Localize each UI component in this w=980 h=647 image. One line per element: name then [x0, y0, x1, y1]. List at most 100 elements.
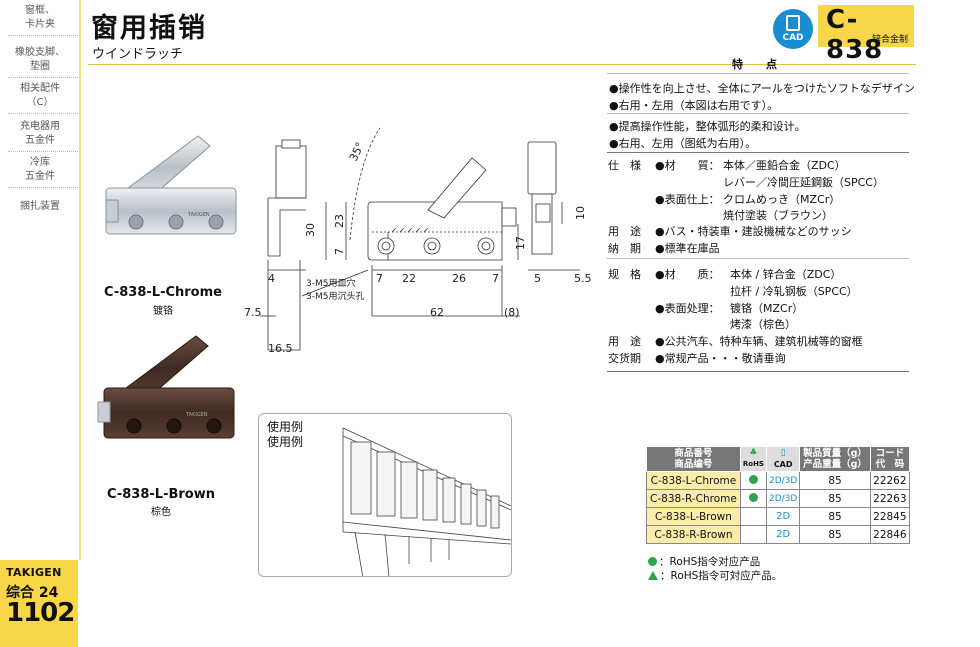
model-code: C-838	[826, 5, 884, 65]
dim-height-17: 17	[514, 236, 527, 250]
leaf-icon: ♣	[749, 448, 758, 458]
hole-note-cn: 3-M5用沉头孔	[306, 291, 364, 302]
col-weight: 製品質量（g） 产品重量（g）	[799, 446, 871, 472]
delivery-value-jp: ●標準在庫品	[655, 242, 720, 255]
material-value-jp: 本体／亜鉛合金（ZDC）	[723, 159, 846, 172]
dim-width-4: 4	[268, 272, 275, 285]
delivery-value-cn: ●常规产品・・・敬请垂询	[655, 352, 786, 365]
sidebar: 窗框、 卡片夹 橡胶支脚、 垫圈 相关配件 （C） 充电器用 五金件 冷库 五金…	[0, 0, 81, 647]
dim-width-7b: 7	[492, 272, 499, 285]
sidebar-item-accessories[interactable]: 相关配件 （C）	[0, 82, 80, 114]
product-table: 商品番号 商品编号 ♣ RoHS ▯ CAD 製品質量（g） 产品重量（g） コ…	[646, 446, 911, 544]
dim-height-10: 10	[574, 206, 587, 220]
brand-box: TAKIGEN 综合 24 1102	[0, 560, 78, 647]
cad-download-badge[interactable]: CAD	[773, 9, 813, 49]
table-row[interactable]: C-838-L-Brown 2D 85 22845	[646, 507, 911, 526]
surface-label-jp: ●表面仕上：	[655, 193, 720, 206]
product-name-chrome: C-838-L-Chrome	[104, 285, 222, 300]
rohs-note: ：RoHS指令对应产品	[648, 554, 760, 569]
features-heading: 特 点	[732, 58, 783, 71]
surface-label-cn: ●表面处理：	[655, 302, 720, 315]
usage-example-box: 使用例 使用例	[258, 413, 512, 577]
sidebar-item-cold-storage[interactable]: 冷库 五金件	[0, 156, 80, 188]
features-rule-mid	[607, 113, 909, 114]
spec-label-cn: 规 格	[608, 268, 641, 281]
dim-width-62: 62	[430, 306, 444, 319]
material-value-jp: レバー／冷間圧延鋼鈑（SPCC）	[723, 176, 884, 189]
delivery-label-jp: 納 期	[608, 242, 641, 255]
sidebar-item-binding-device[interactable]: 捆扎装置	[20, 201, 60, 212]
page-subtitle: ウインドラッチ	[92, 47, 184, 62]
specs-rule-mid	[607, 258, 909, 259]
rohs-mark	[739, 525, 767, 544]
surface-value-jp: クロムめっき（MZCr）	[723, 193, 841, 206]
use-value-jp: ●バス・特装車・建設機械などのサッシ	[655, 225, 852, 238]
sidebar-item-window-frame[interactable]: 窗框、 卡片夹	[0, 4, 80, 36]
specs-rule-bottom	[607, 371, 909, 372]
rohs-dot-icon	[648, 557, 657, 566]
table-row[interactable]: C-838-L-Chrome 2D/3D 85 22262	[646, 471, 911, 490]
rohs-possible-note: ：RoHS指令可対应产品。	[648, 568, 782, 583]
features-rule-top	[607, 73, 909, 74]
model-box: C-838 锌合金制	[818, 5, 914, 65]
product-image-chrome: TAKIGEN	[105, 135, 237, 235]
material-value-cn: 拉杆 / 冷轧钢板（SPCC）	[730, 285, 858, 298]
delivery-label-cn: 交货期	[608, 352, 641, 365]
dim-width-26: 26	[452, 272, 466, 285]
brand-name: TAKIGEN	[6, 566, 62, 579]
spec-label-jp: 仕 様	[608, 159, 641, 172]
material-note: 锌合金制	[871, 35, 908, 45]
feature-line: ●右用・左用（本図は右用です）。	[609, 99, 779, 112]
feature-line: ●操作性を向上させ、全体にアールをつけたソフトなデザイン	[609, 82, 915, 95]
col-cad: ▯ CAD	[765, 446, 801, 472]
dim-height-23: 23	[333, 214, 346, 228]
product-stamp: TAKIGEN	[185, 412, 208, 418]
col-rohs: ♣ RoHS	[739, 446, 767, 472]
dim-width-16-5: 16.5	[268, 342, 293, 355]
product-name-brown: C-838-L-Brown	[107, 487, 215, 502]
dim-width-8: (8)	[504, 306, 520, 319]
dim-height-7: 7	[333, 248, 346, 255]
rohs-mark	[739, 507, 767, 526]
page-title: 窗用插销	[91, 13, 207, 44]
catalog-volume: 综合 24	[6, 585, 59, 601]
dim-angle: 35°	[347, 140, 367, 163]
rohs-triangle-icon	[648, 571, 658, 580]
surface-value-jp: 焼付塗装（ブラウン）	[723, 209, 833, 222]
material-label-cn: ●材 质：	[655, 268, 720, 281]
rohs-mark	[739, 489, 767, 508]
usage-example-label: 使用例 使用例	[267, 420, 304, 449]
technical-drawing: 35° 30 23 7 17 10 4 7 22 26 7 5 5.5 7.5 …	[244, 127, 592, 355]
product-finish-chrome: 镀铬	[153, 306, 173, 317]
feature-line: ●提高操作性能，整体弧形的柔和设计。	[609, 120, 806, 133]
dim-width-7-5: 7.5	[244, 306, 262, 319]
material-value-cn: 本体 / 锌合金（ZDC）	[730, 268, 842, 281]
sidebar-item-rubber-feet[interactable]: 橡胶支脚、 垫圈	[0, 46, 80, 78]
product-image-brown: TAKIGEN	[97, 335, 235, 439]
col-model: 商品番号 商品编号	[646, 446, 741, 472]
dim-height-30: 30	[304, 223, 317, 237]
dim-width-7a: 7	[376, 272, 383, 285]
sidebar-rule	[79, 0, 81, 560]
document-icon: ▯	[780, 448, 786, 458]
table-row[interactable]: C-838-R-Brown 2D 85 22846	[646, 525, 911, 544]
surface-value-cn: 镀铬（MZCr）	[730, 302, 804, 315]
surface-value-cn: 烤漆（棕色）	[730, 318, 796, 331]
header-rule	[88, 64, 916, 65]
document-icon	[786, 15, 800, 31]
rohs-mark	[739, 471, 767, 490]
table-row[interactable]: C-838-R-Chrome 2D/3D 85 22263	[646, 489, 911, 508]
page-number: 1102	[6, 598, 75, 628]
product-finish-brown: 棕色	[151, 507, 171, 518]
hole-note-jp: 3-M5用皿穴	[306, 277, 355, 289]
col-code: コード 代 码	[869, 446, 911, 472]
dim-width-5-5: 5.5	[574, 272, 592, 285]
sidebar-item-charger-hardware[interactable]: 充电器用 五金件	[0, 120, 80, 152]
use-value-cn: ●公共汽车、特种车辆、建筑机械等的窗框	[655, 335, 863, 348]
dim-width-22: 22	[402, 272, 416, 285]
material-label-jp: ●材 質：	[655, 159, 720, 172]
use-label-jp: 用 途	[608, 225, 641, 238]
product-stamp: TAKIGEN	[187, 212, 210, 218]
usage-illustration	[342, 427, 511, 576]
feature-line: ●右用、左用（图纸为右用）。	[609, 137, 757, 150]
